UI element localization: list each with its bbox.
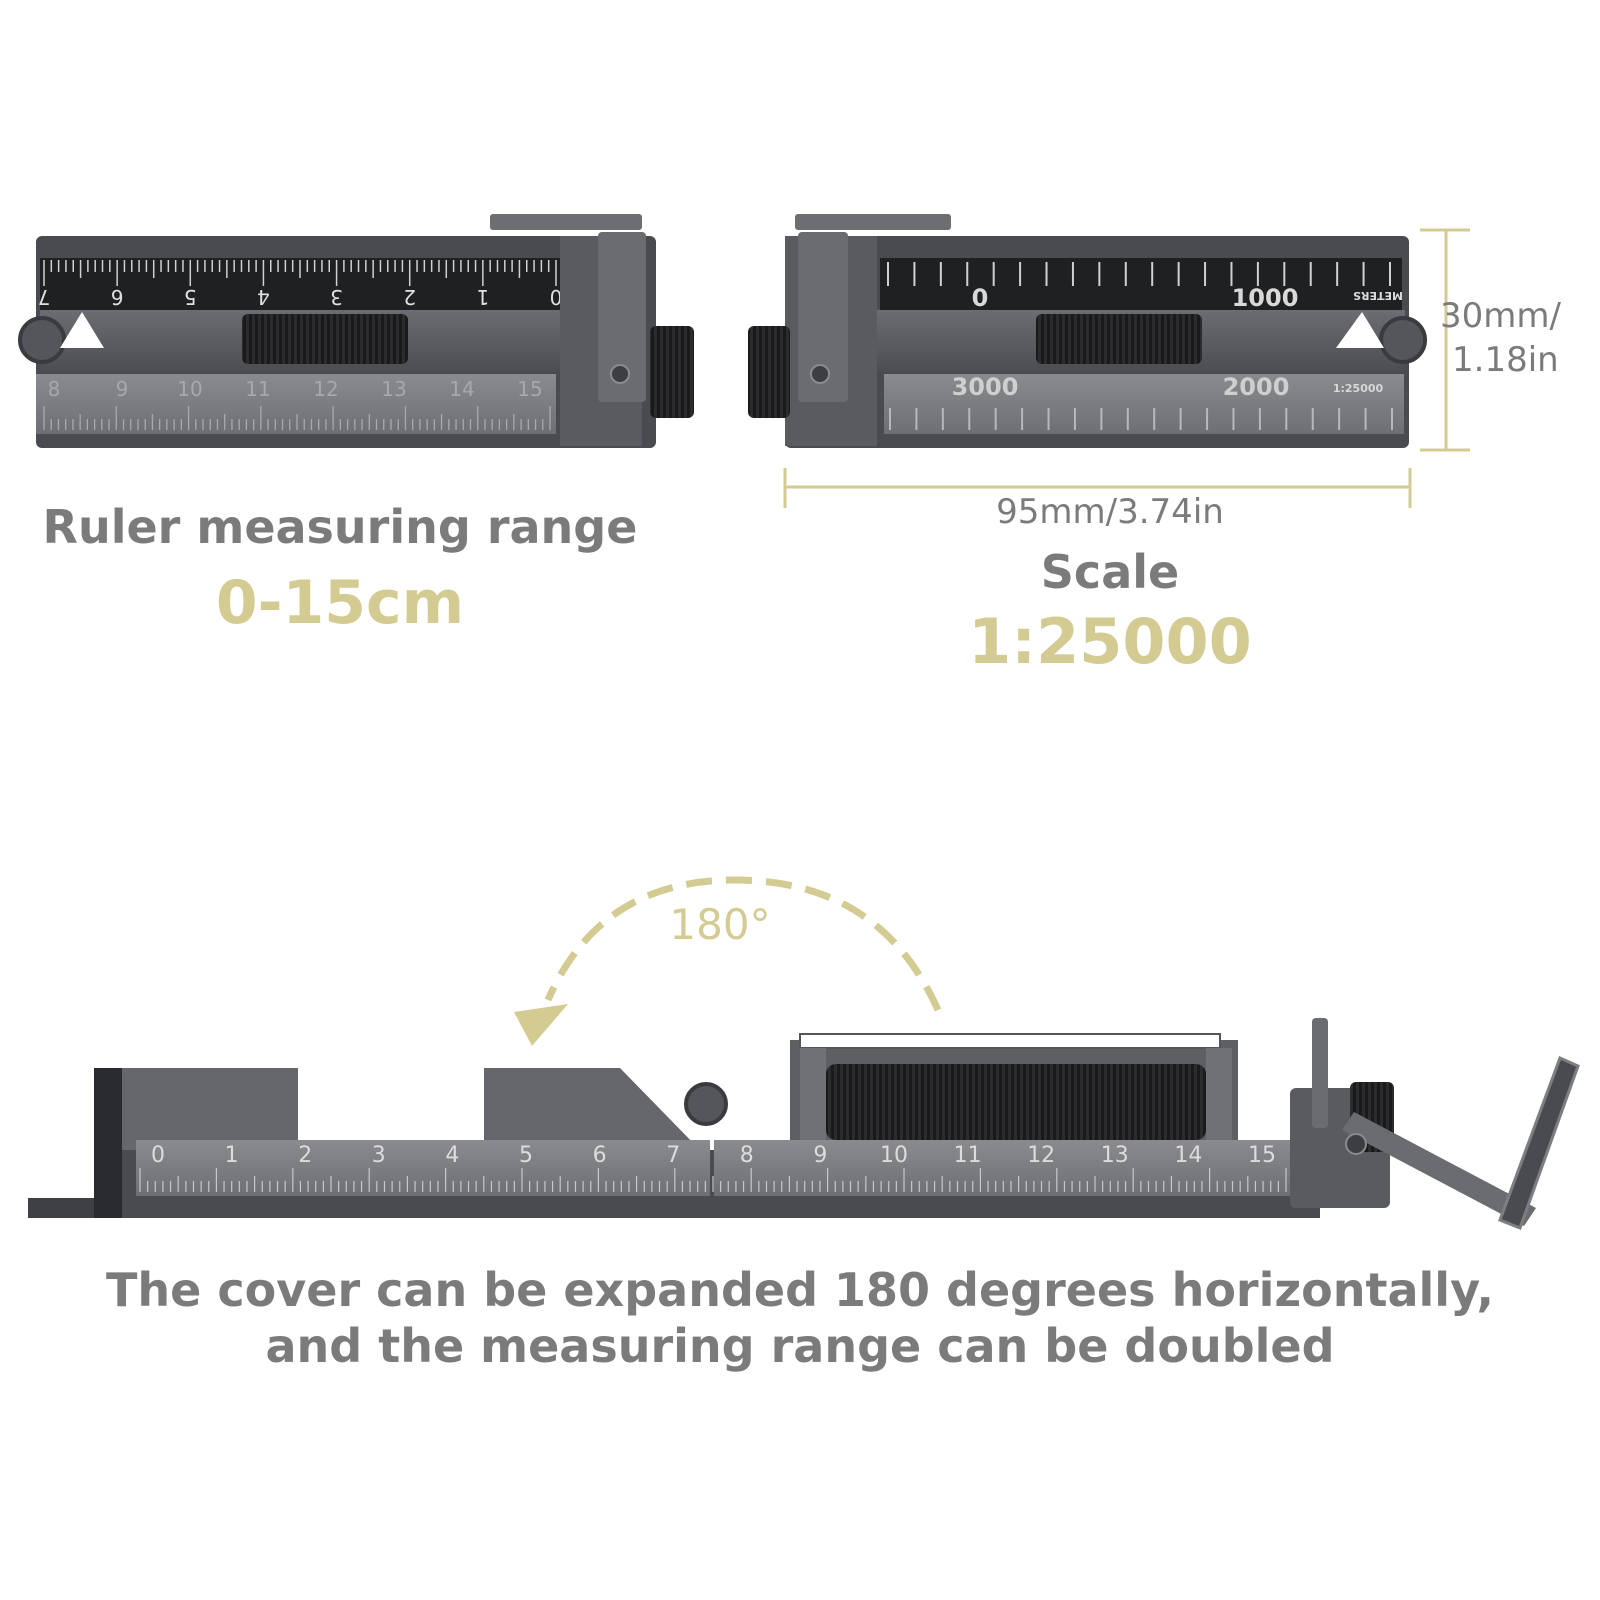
sight-post: [1312, 1018, 1328, 1128]
expanded-scale-ticks: [139, 1168, 1287, 1192]
rotation-arrow: [514, 876, 942, 1046]
hinge-gap: [1336, 312, 1384, 348]
height-dimension: [1420, 228, 1470, 452]
map-scale-ticks: [887, 262, 1391, 286]
width-dimension-label: 95mm/3.74in: [996, 492, 1224, 532]
scale-number: 14: [449, 377, 474, 401]
scale-number: 5: [519, 1143, 533, 1168]
compass-side-view-right: 0 1000 METERS 3000 2000 1:25000: [748, 214, 1427, 448]
scale-number: 9: [116, 377, 129, 401]
sight-arm: [798, 232, 848, 402]
side-knob: [650, 326, 694, 418]
mirror-plate: [1498, 1055, 1580, 1230]
scale-number: 13: [1101, 1143, 1129, 1168]
scale-number: 5: [184, 285, 197, 309]
expansion-caption-line1: The cover can be expanded 180 degrees ho…: [106, 1263, 1494, 1317]
map-bottom-3000: 3000: [952, 373, 1019, 401]
sight-cap: [490, 214, 642, 230]
ruler-range-label: Ruler measuring range: [42, 500, 638, 554]
bottom-scale-numbers: 8 9 10 11 12 13 14 15: [48, 377, 543, 401]
scale-number: 9: [813, 1143, 827, 1168]
scale-number: 15: [1248, 1143, 1276, 1168]
top-scale-numbers: 7 6 5 4 3 2 1 0: [38, 285, 563, 309]
scale-label: Scale: [1040, 545, 1180, 599]
scale-number: 12: [1027, 1143, 1055, 1168]
scale-number: 4: [257, 285, 270, 309]
map-bottom-strip: [884, 374, 1404, 434]
scale-number: 7: [666, 1143, 680, 1168]
scale-number: 2: [403, 285, 416, 309]
dial-bezel: [826, 1064, 1206, 1140]
dial-post-right: [1206, 1048, 1232, 1140]
expansion-caption-line2: and the measuring range can be doubled: [265, 1319, 1335, 1373]
top-scale-strip: [40, 258, 570, 310]
map-scale-strip: [880, 258, 1402, 310]
dial-post-left: [800, 1048, 826, 1140]
arrow-head: [514, 1004, 568, 1046]
side-knob: [748, 326, 790, 418]
map-bottom-2000: 2000: [1223, 373, 1290, 401]
bottom-scale-strip: [36, 374, 556, 434]
rotation-angle-label: 180°: [669, 900, 771, 949]
scale-number: 11: [954, 1143, 982, 1168]
dial-glass: [799, 1033, 1221, 1049]
scale-number: 0: [550, 285, 563, 309]
expansion-caption: The cover can be expanded 180 degrees ho…: [0, 1262, 1600, 1374]
scale-number: 10: [880, 1143, 908, 1168]
map-scale-zero: 0: [972, 284, 989, 312]
pivot-screw: [810, 364, 830, 384]
hinge-gap: [60, 312, 104, 348]
pivot-screw: [1345, 1133, 1367, 1155]
map-scale-unit: METERS: [1353, 289, 1403, 302]
scale-number: 12: [313, 377, 338, 401]
hinge-right: [1379, 316, 1427, 364]
scale-value: 1:25000: [968, 605, 1252, 678]
width-dimension: [783, 468, 1412, 508]
knurled-wheel: [242, 314, 408, 364]
scale-number: 14: [1174, 1143, 1202, 1168]
cover-end: [94, 1068, 124, 1218]
map-bottom-ticks: [889, 408, 1393, 430]
pivot-screw: [610, 364, 630, 384]
bottom-scale-ticks: [43, 406, 551, 430]
sight-arm: [598, 232, 646, 402]
height-dimension-line1: 30mm/: [1440, 296, 1561, 336]
scale-number: 11: [245, 377, 270, 401]
scale-number: 10: [177, 377, 202, 401]
top-scale-ticks: [43, 260, 557, 286]
scale-number: 0: [151, 1143, 165, 1168]
scale-number: 3: [372, 1143, 386, 1168]
scale-number: 13: [381, 377, 406, 401]
base-scale-strip: [714, 1140, 1304, 1196]
map-bottom-ratio: 1:25000: [1333, 382, 1384, 395]
scale-number: 1: [476, 285, 489, 309]
scale-number: 15: [517, 377, 542, 401]
hinge-left: [18, 316, 66, 364]
scale-number: 3: [330, 285, 343, 309]
ruler-range-value: 0-15cm: [215, 568, 465, 638]
scale-number: 2: [298, 1143, 312, 1168]
mirror-arm: [1342, 1112, 1536, 1226]
scale-number: 8: [48, 377, 61, 401]
scale-number: 8: [740, 1143, 754, 1168]
scale-number: 6: [111, 285, 124, 309]
scale-number: 6: [593, 1143, 607, 1168]
scale-number: 7: [38, 285, 51, 309]
map-scale-thousand: 1000: [1232, 284, 1299, 312]
cover-block-left: [122, 1068, 298, 1154]
scale-number: 4: [445, 1143, 459, 1168]
center-hinge: [684, 1082, 728, 1126]
cover-block-right: [484, 1068, 700, 1150]
scale-number: 1: [225, 1143, 239, 1168]
sight-cap: [795, 214, 951, 230]
knurled-wheel: [1036, 314, 1202, 364]
height-dimension-line2: 1.18in: [1452, 340, 1559, 380]
